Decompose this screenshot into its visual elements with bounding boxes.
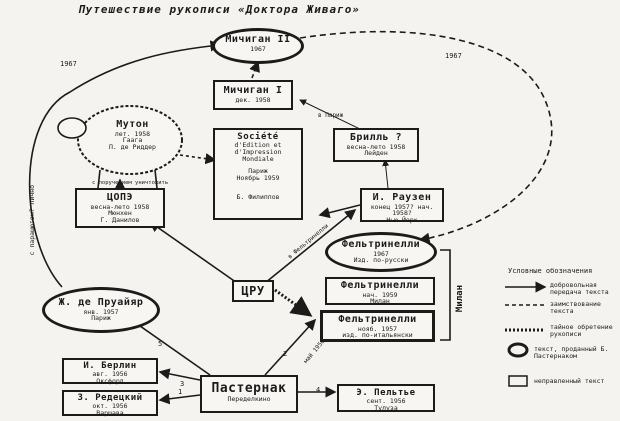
legend-item-1: добровольная передача текста: [550, 281, 609, 297]
legend-item-4: текст, проданный Б. Пастернаком: [534, 345, 609, 361]
edge-rausen-brill: [382, 159, 390, 189]
node-pasternak: Пастернак Переделкино: [200, 375, 298, 413]
edge-pasternak-redetsky: [158, 393, 201, 405]
node-prouayar: Ж. де Пруайяр янв. 1957 Париж: [42, 287, 160, 333]
node-ciope: ЦОПЭ весна-лето 1958 Мюнхен Г. Данилов: [75, 188, 165, 228]
edge-michigan1-michigan2: [249, 60, 260, 79]
label-n5: 5: [158, 340, 163, 348]
node-redetsky: З. Редецкий окт. 1956 Варшава: [62, 390, 158, 417]
edge-cia-rausen: [264, 208, 357, 284]
label-n1: 1: [178, 388, 183, 396]
edge-mouton-societe: [179, 153, 217, 165]
edge-cia-feltrinelli: [274, 288, 313, 317]
label-1967-left: 1967: [60, 60, 77, 68]
edge-cia-ciope: [148, 221, 241, 286]
edge-michigan2-feltrinelli: [299, 30, 553, 244]
node-cia: ЦРУ: [232, 280, 274, 302]
node-brill: Брилль ? весна-лето 1958 Лейден: [333, 128, 419, 162]
edge-brill-michigan1: [299, 99, 363, 131]
edge-prouayar-michigan2: [28, 40, 222, 288]
node-michigan1: Мичиган I дек. 1958: [213, 80, 293, 110]
label-n4: 4: [316, 386, 321, 394]
label-1967-right: 1967: [445, 52, 462, 60]
label-n3: 3: [180, 380, 185, 388]
edge-pasternak-feltrinelli: [264, 318, 317, 376]
legend-sample-5: [508, 375, 528, 387]
legend-sample-4: [507, 342, 529, 358]
node-pelte: Э. Пельтье сент. 1956 Тулуза: [337, 384, 435, 412]
node-feltrinelli-1959: Фельтринелли нач. 1959 Милан: [325, 277, 435, 305]
label-n2: 2: [283, 350, 288, 358]
node-feltrinelli-1957: Фельтринелли нояб. 1957 изд. по-итальянс…: [320, 310, 435, 342]
node-berlin: И. Берлин авг. 1956 Оксфорд: [62, 358, 158, 385]
legend-item-3: тайное обретение рукописи: [550, 323, 613, 339]
milan-bracket: [440, 249, 451, 341]
label-prouayar-side: с парашютом? лично: [28, 185, 36, 256]
legend-title: Условные обозначения: [508, 267, 593, 275]
legend-item-5: неправленный текст: [534, 377, 605, 385]
node-societe: Société d'Edition et d'Impression Mondia…: [213, 128, 303, 220]
label-milan: Милан: [455, 285, 465, 313]
page-title: Путешествие рукописи «Доктора Живаго»: [78, 3, 361, 16]
node-mouton: Мутон лет. 1958 Гаага П. де Риддер: [109, 119, 156, 152]
node-rausen: И. Раузен конец 1957? нач. 1958? Нью-Йор…: [360, 188, 444, 223]
sheep-icon: [57, 105, 183, 189]
node-feltrinelli-1967: Фельтринелли 1967 Изд. по-русски: [325, 232, 437, 272]
edge-rausen-societe: [318, 204, 361, 219]
legend-item-2: заимствование текста: [550, 300, 601, 316]
node-michigan2: Мичиган II 1967: [212, 28, 304, 64]
label-to-paris: в Париж: [318, 112, 344, 119]
label-ciope-mouton: с поручением уничтожить: [92, 180, 169, 186]
edge-pasternak-berlin: [158, 368, 201, 381]
